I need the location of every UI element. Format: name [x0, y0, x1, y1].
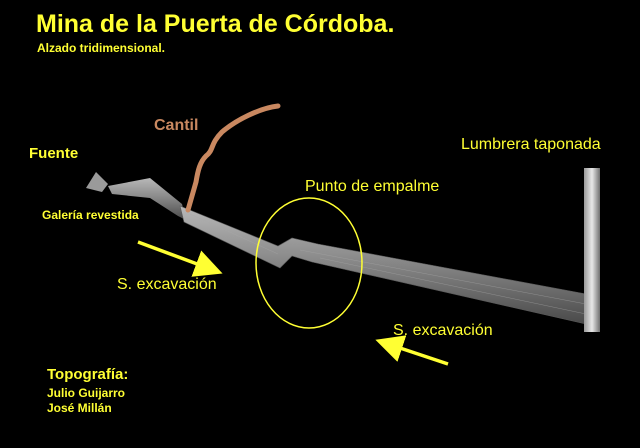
fuente-shape: [86, 172, 108, 192]
excavacion-label-1: S. excavación: [117, 276, 217, 293]
credits-author: Julio Guijarro: [47, 386, 126, 400]
lumbrera-shaft: [584, 168, 600, 332]
empalme-label: Punto de empalme: [305, 178, 440, 195]
excavacion-label-2: S. excavación: [393, 322, 493, 339]
empalme-ellipse: [255, 197, 363, 329]
galeria-label: Galería revestida: [42, 208, 139, 222]
galeria-tunnel: [108, 178, 186, 220]
credits-heading: Topografía:: [47, 366, 129, 383]
main-tunnel: [179, 205, 587, 325]
lumbrera-label: Lumbrera taponada: [461, 136, 601, 153]
cantil-label: Cantil: [154, 117, 199, 134]
tunnel-texture: [189, 213, 587, 315]
excavacion-arrow-1: [137, 240, 223, 277]
page-title: Mina de la Puerta de Córdoba.: [36, 10, 395, 38]
credits-author: José Millán: [47, 401, 112, 415]
fuente-label: Fuente: [29, 145, 79, 162]
excavacion-arrow-2: [375, 335, 449, 366]
page-subtitle: Alzado tridimensional.: [37, 41, 166, 55]
cantil-line: [185, 103, 281, 213]
